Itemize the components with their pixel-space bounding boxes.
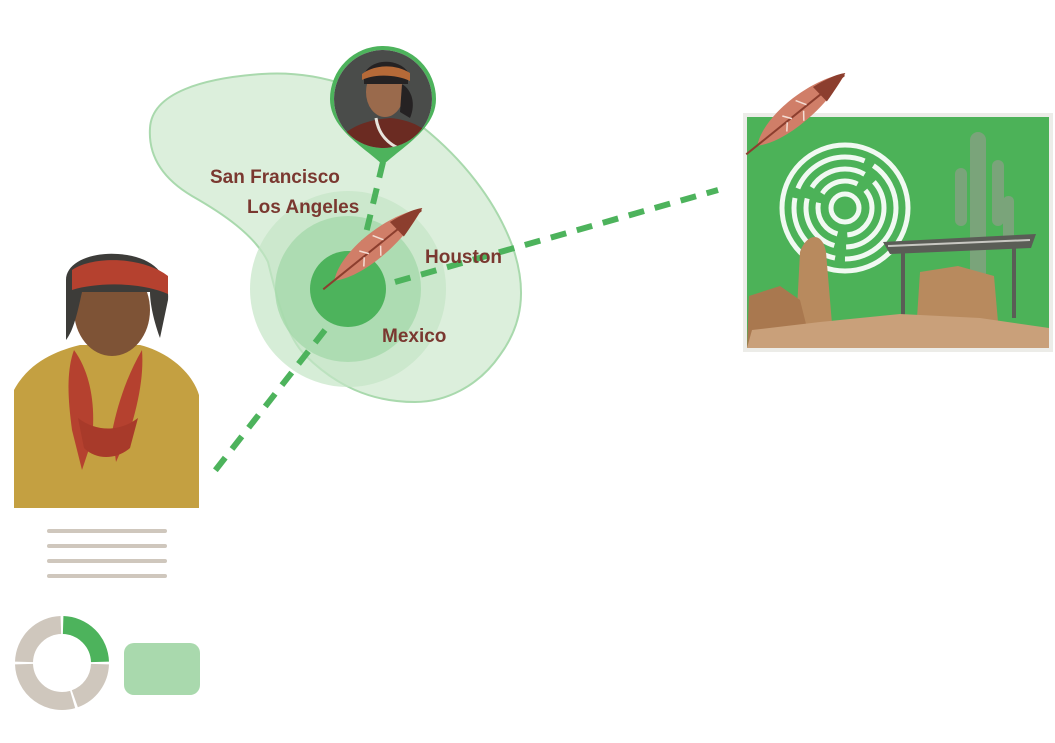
range-ring-inner [310, 251, 386, 327]
city-label-mexico: Mexico [382, 326, 446, 347]
feather-icon [322, 208, 423, 291]
cactus [955, 132, 1014, 290]
donut-chart [15, 616, 109, 710]
connector-to-photo-card [394, 187, 719, 285]
profile-action-button[interactable] [124, 643, 200, 695]
adobe-ruins [747, 236, 1049, 348]
pin-portrait [334, 50, 432, 148]
donut-segment-0 [62, 616, 109, 663]
shelter-roof [883, 234, 1036, 322]
profile-portrait [14, 248, 199, 508]
landscape-photo-card [743, 113, 1053, 352]
donut-segment-1 [71, 663, 109, 708]
city-label-houston: Houston [425, 247, 502, 268]
feather-icon [745, 73, 846, 156]
labyrinth-symbol [779, 142, 911, 274]
donut-segment-3 [15, 616, 62, 663]
map-pin-icon[interactable] [330, 46, 440, 165]
donut-segment-2 [15, 663, 76, 710]
profile-text-lines [47, 529, 167, 578]
city-label-los-angeles: Los Angeles [247, 197, 359, 218]
city-label-san-francisco: San Francisco [210, 167, 340, 188]
connector-to-profile-card [211, 328, 328, 474]
connector-to-pin [359, 161, 386, 251]
